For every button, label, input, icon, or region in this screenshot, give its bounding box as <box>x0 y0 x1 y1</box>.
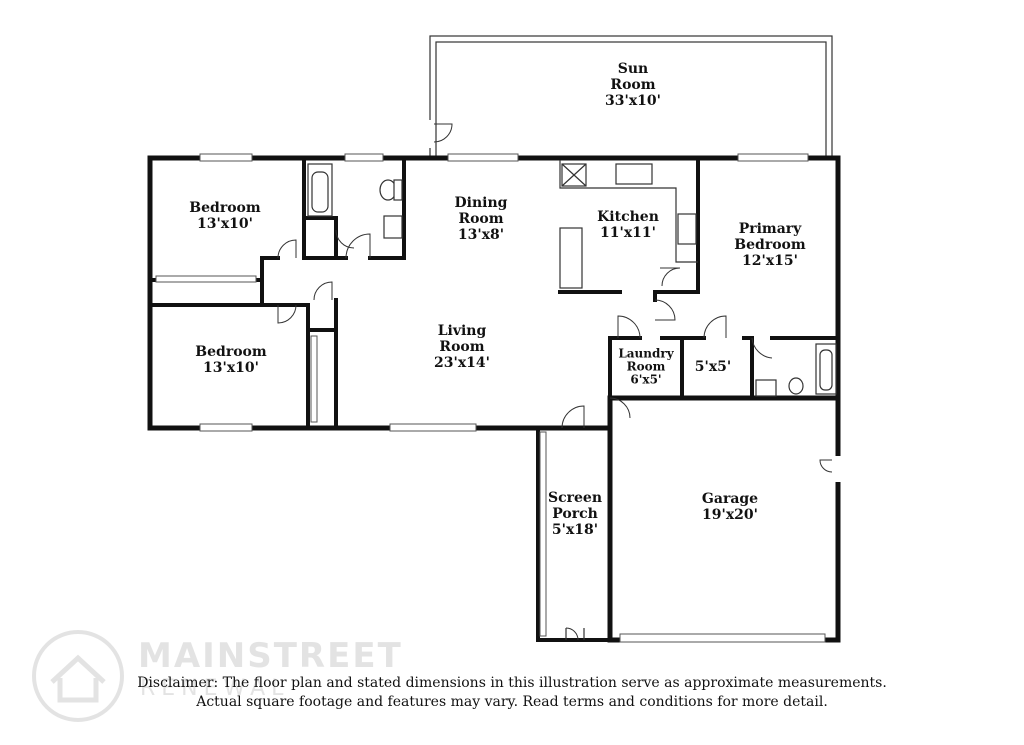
room-dimensions: 13'x10' <box>197 216 253 232</box>
room-dimensions: 11'x11' <box>600 225 656 241</box>
room-label-dining-room: Dining Room 13'x8' <box>455 195 508 243</box>
sink-icon <box>755 379 777 397</box>
disclaimer-line: Actual square footage and features may v… <box>196 694 828 710</box>
windows <box>199 153 842 643</box>
watermark-brand-sub: RENEWAL <box>140 676 290 701</box>
kitchen-sink-icon <box>615 163 653 185</box>
room-label-screen-porch: Screen Porch 5'x18' <box>548 490 602 538</box>
room-name: Room <box>458 211 504 227</box>
house-logo-icon <box>32 630 124 722</box>
room-label-primary-bedroom: Primary Bedroom 12'x15' <box>734 221 805 269</box>
room-label-sun-room: Sun Room 33'x10' <box>605 61 661 109</box>
room-name: Room <box>439 339 485 355</box>
room-name: Garage <box>701 491 759 507</box>
room-name: Screen <box>547 490 603 506</box>
room-name: Sun <box>617 61 649 77</box>
kitchen-island <box>559 227 583 289</box>
room-name: Room <box>610 77 656 93</box>
stove-icon <box>677 213 697 245</box>
room-dimensions: 5'x5' <box>694 359 732 375</box>
room-label-bedroom: Bedroom 13'x10' <box>189 200 260 232</box>
room-name: Laundry <box>618 346 674 361</box>
room-dimensions: 33'x10' <box>605 93 661 109</box>
toilet-icon <box>788 377 804 395</box>
room-label-laundry-room: Laundry Room 6'x5' <box>618 346 674 387</box>
brand-watermark: MAINSTREET RENEWAL <box>30 628 403 724</box>
watermark-brand-name: MAINSTREET <box>138 636 403 676</box>
room-label-bedroom: Bedroom 13'x10' <box>195 344 266 376</box>
room-label-kitchen: Kitchen 11'x11' <box>597 209 659 241</box>
room-dimensions: 19'x20' <box>702 507 758 523</box>
room-name: Bedroom <box>189 200 261 216</box>
screen-porch-walls <box>539 431 585 641</box>
sink-icon <box>383 215 403 239</box>
room-dimensions: 23'x14' <box>434 355 490 371</box>
room-name: Kitchen <box>597 209 659 225</box>
fixtures <box>307 160 837 397</box>
disclaimer-text: Disclaimer: The floor plan and stated di… <box>0 674 1024 712</box>
room-label-living-room: Living Room 23'x14' <box>434 323 490 371</box>
disclaimer-line: Disclaimer: The floor plan and stated di… <box>137 675 887 691</box>
room-dimensions: 6'x5' <box>630 372 662 387</box>
room-dimensions: 12'x15' <box>742 253 798 269</box>
room-dimensions: 5'x18' <box>551 522 599 538</box>
room-label-closet: 5'x5' <box>695 359 731 375</box>
door-swings <box>277 229 773 429</box>
room-dimensions: 13'x8' <box>457 227 505 243</box>
room-name: Living <box>437 323 487 339</box>
room-name: Bedroom <box>734 237 806 253</box>
room-name: Bedroom <box>195 344 267 360</box>
room-name: Porch <box>552 506 598 522</box>
room-label-garage: Garage 19'x20' <box>702 491 758 523</box>
room-dimensions: 13'x10' <box>203 360 259 376</box>
room-name: Dining <box>454 195 508 211</box>
room-name: Primary <box>738 221 802 237</box>
room-name: Room <box>626 359 666 374</box>
